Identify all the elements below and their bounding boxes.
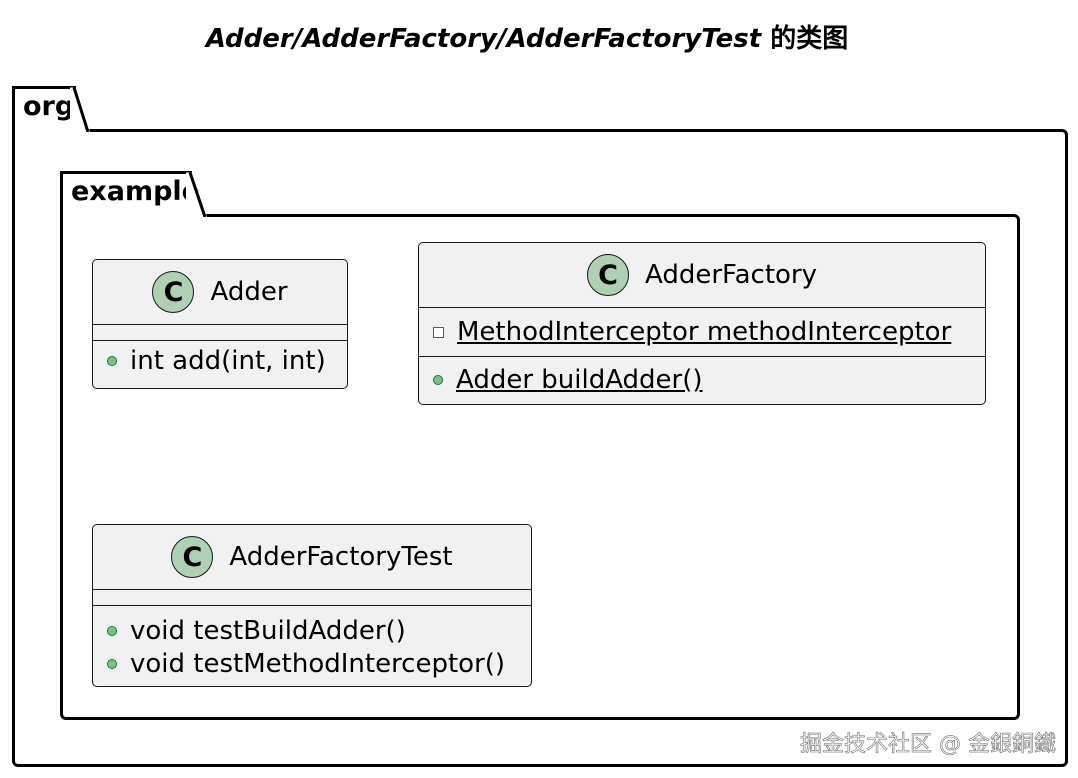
diagram-title-suffix: 的类图 (761, 24, 849, 54)
class-stereotype-icon: C (171, 536, 214, 578)
class-adder-factory-test-methods-separator (93, 605, 531, 614)
class-adder-factory[interactable]: C AdderFactory MethodInterceptor methodI… (418, 242, 986, 405)
public-visibility-icon (107, 658, 117, 669)
method-signature: Adder buildAdder() (456, 365, 703, 395)
diagram-title-classes: Adder/AdderFactory/AdderFactoryTest (205, 24, 762, 54)
class-adder-factory-test-fields-separator (93, 589, 531, 605)
class-adder-factory-test-method: void testBuildAdder() (93, 614, 531, 647)
class-stereotype-icon: C (152, 271, 195, 313)
class-adder-header: C Adder (93, 260, 347, 324)
method-signature: void testBuildAdder() (130, 615, 406, 646)
class-adder-name: Adder (210, 277, 288, 307)
class-adder-factory-test-header: C AdderFactoryTest (93, 525, 531, 589)
class-adder[interactable]: C Adder int add(int, int) (92, 259, 348, 389)
class-adder-fields-separator (93, 324, 347, 340)
diagram-title: Adder/AdderFactory/AdderFactoryTest 的类图 (0, 18, 1054, 55)
field-signature: MethodInterceptor methodInterceptor (457, 317, 952, 347)
class-adder-method: int add(int, int) (93, 341, 347, 381)
package-example-tab: example (60, 171, 200, 217)
package-org-label: org (23, 91, 75, 122)
class-adder-methods-separator (93, 340, 347, 341)
class-adder-factory-methods-separator (419, 356, 985, 357)
class-stereotype-icon: C (587, 254, 629, 296)
class-adder-factory-header: C AdderFactory (419, 243, 985, 307)
class-adder-factory-fields-separator (419, 307, 985, 308)
package-example-tab-slant (186, 172, 207, 217)
class-adder-factory-method: Adder buildAdder() (419, 357, 985, 403)
watermark: 掘金技术社区 @ 金銀銅鐵 (800, 732, 1057, 758)
class-adder-factory-test-name: AdderFactoryTest (229, 542, 453, 572)
public-visibility-icon (107, 625, 117, 636)
method-signature: void testMethodInterceptor() (130, 648, 506, 679)
package-org-tab: org (12, 86, 76, 132)
package-org-tab-slant (70, 87, 90, 132)
public-visibility-icon (433, 375, 443, 385)
private-visibility-icon (433, 326, 444, 338)
public-visibility-icon (107, 356, 117, 366)
class-adder-factory-field: MethodInterceptor methodInterceptor (419, 308, 985, 356)
class-adder-factory-test[interactable]: C AdderFactoryTest void testBuildAdder()… (92, 524, 532, 687)
class-adder-factory-test-method: void testMethodInterceptor() (93, 647, 531, 680)
package-example-label: example (71, 176, 200, 207)
method-signature: int add(int, int) (130, 346, 326, 376)
class-adder-factory-name: AdderFactory (645, 260, 817, 290)
